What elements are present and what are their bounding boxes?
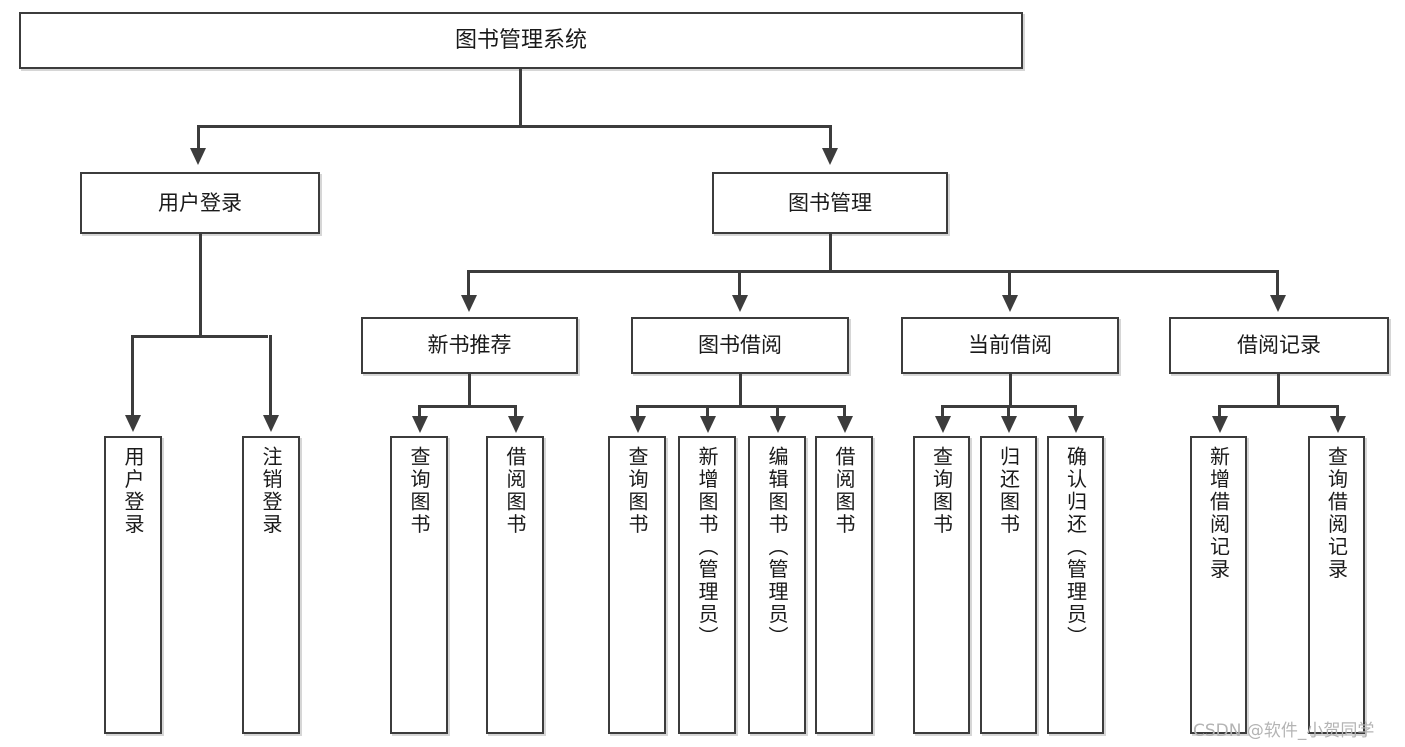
connector-root-to-book-manage — [829, 125, 832, 150]
connector-root-stem — [519, 69, 522, 125]
node-label: 查询图书 — [407, 446, 431, 536]
node-label: 图书管理系统 — [454, 27, 587, 53]
connector-user-login-stem — [199, 234, 202, 335]
node-label: 图书借阅 — [698, 333, 782, 358]
leaf-current-borrow-return-books[interactable]: 归还图书 — [980, 436, 1037, 734]
connector-new-book-bus — [418, 405, 516, 408]
node-user-login[interactable]: 用户登录 — [80, 172, 320, 234]
connector-borrow-record-leaf-1 — [1218, 405, 1221, 418]
node-label: 查询图书 — [929, 446, 954, 536]
leaf-borrow-record-add-record[interactable]: 新增借阅记录 — [1190, 436, 1247, 734]
connector-book-borrow-leaf-4 — [843, 405, 846, 418]
arrow-book-borrow-leaf-1 — [630, 416, 646, 433]
arrow-book-manage-to-borrow-record — [1270, 295, 1286, 312]
connector-book-manage-to-current-borrow — [1008, 270, 1011, 297]
leaf-current-borrow-confirm-return-admin[interactable]: 确认归还（管理员） — [1047, 436, 1104, 734]
connector-borrow-record-leaf-2 — [1336, 405, 1339, 418]
arrow-user-login-leaf-1 — [125, 415, 141, 432]
arrow-new-book-leaf-2 — [508, 416, 524, 433]
leaf-new-book-borrow-books[interactable]: 借阅图书 — [486, 436, 544, 734]
connector-book-manage-to-borrow-record — [1276, 270, 1279, 297]
arrow-new-book-leaf-1 — [412, 416, 428, 433]
node-label: 当前借阅 — [968, 333, 1052, 358]
leaf-book-borrow-borrow-books[interactable]: 借阅图书 — [815, 436, 873, 734]
connector-book-borrow-leaf-2 — [706, 405, 709, 418]
node-label: 借阅图书 — [832, 446, 856, 536]
csdn-watermark: CSDN @软件_小贺同学 — [1193, 721, 1375, 741]
connector-new-book-leaf-1 — [418, 405, 421, 418]
arrow-book-manage-to-current-borrow — [1002, 295, 1018, 312]
node-borrow-record[interactable]: 借阅记录 — [1169, 317, 1389, 374]
connector-root-to-user-login — [197, 125, 200, 150]
arrow-book-borrow-leaf-3 — [770, 416, 786, 433]
connector-root-bus — [197, 125, 831, 128]
leaf-book-borrow-edit-book-admin[interactable]: 编辑图书（管理员） — [748, 436, 806, 734]
arrow-book-borrow-leaf-2 — [700, 416, 716, 433]
arrow-borrow-record-leaf-1 — [1212, 416, 1228, 433]
leaf-current-borrow-query-books[interactable]: 查询图书 — [913, 436, 970, 734]
connector-borrow-record-stem — [1277, 374, 1280, 405]
connector-book-borrow-stem — [739, 374, 742, 405]
connector-current-borrow-leaf-2 — [1007, 405, 1010, 418]
connector-book-manage-to-new-book — [467, 270, 470, 297]
connector-book-manage-bus — [467, 270, 1278, 273]
node-label: 归还图书 — [996, 446, 1021, 536]
arrow-borrow-record-leaf-2 — [1330, 416, 1346, 433]
arrow-root-to-book-manage — [822, 148, 838, 165]
connector-user-login-bus — [131, 335, 268, 338]
node-label: 用户登录 — [158, 190, 242, 215]
connector-current-borrow-leaf-3 — [1074, 405, 1077, 418]
arrow-book-manage-to-new-book — [461, 295, 477, 312]
node-label: 编辑图书（管理员） — [765, 446, 789, 649]
connector-book-manage-stem — [829, 234, 832, 270]
node-label: 注销登录 — [259, 446, 283, 536]
connector-new-book-stem — [468, 374, 471, 405]
leaf-user-login-logout[interactable]: 注销登录 — [242, 436, 300, 734]
connector-user-login-leaf-1 — [131, 335, 134, 417]
node-label: 新增图书（管理员） — [695, 446, 719, 649]
connector-book-borrow-leaf-3 — [776, 405, 779, 418]
leaf-new-book-query-books[interactable]: 查询图书 — [390, 436, 448, 734]
node-label: 新增借阅记录 — [1206, 446, 1231, 581]
arrow-root-to-user-login — [190, 148, 206, 165]
leaf-user-login-login[interactable]: 用户登录 — [104, 436, 162, 734]
connector-new-book-leaf-2 — [514, 405, 517, 418]
arrow-current-borrow-leaf-1 — [935, 416, 951, 433]
node-root-book-management-system[interactable]: 图书管理系统 — [19, 12, 1023, 69]
node-label: 图书管理 — [788, 190, 872, 215]
node-label: 借阅图书 — [503, 446, 527, 536]
arrow-book-manage-to-book-borrow — [732, 295, 748, 312]
arrow-book-borrow-leaf-4 — [837, 416, 853, 433]
node-label: 新书推荐 — [427, 333, 512, 358]
node-new-book-recommend[interactable]: 新书推荐 — [361, 317, 578, 374]
connector-book-borrow-bus — [636, 405, 844, 408]
connector-current-borrow-stem — [1009, 374, 1012, 405]
connector-book-borrow-leaf-1 — [636, 405, 639, 418]
connector-current-borrow-leaf-1 — [941, 405, 944, 418]
arrow-user-login-leaf-2 — [263, 415, 279, 432]
node-label: 确认归还（管理员） — [1063, 446, 1088, 649]
leaf-book-borrow-add-book-admin[interactable]: 新增图书（管理员） — [678, 436, 736, 734]
connector-borrow-record-bus — [1218, 405, 1338, 408]
node-label: 用户登录 — [121, 446, 145, 536]
leaf-book-borrow-query-books[interactable]: 查询图书 — [608, 436, 666, 734]
leaf-borrow-record-query-record[interactable]: 查询借阅记录 — [1308, 436, 1365, 734]
arrow-current-borrow-leaf-2 — [1001, 416, 1017, 433]
node-book-borrow[interactable]: 图书借阅 — [631, 317, 849, 374]
node-label: 查询图书 — [625, 446, 649, 536]
node-current-borrow[interactable]: 当前借阅 — [901, 317, 1119, 374]
node-label: 查询借阅记录 — [1324, 446, 1349, 581]
connector-book-manage-to-book-borrow — [738, 270, 741, 297]
node-book-management[interactable]: 图书管理 — [712, 172, 948, 234]
node-label: 借阅记录 — [1237, 333, 1321, 358]
connector-user-login-leaf-2 — [269, 335, 272, 417]
arrow-current-borrow-leaf-3 — [1068, 416, 1084, 433]
